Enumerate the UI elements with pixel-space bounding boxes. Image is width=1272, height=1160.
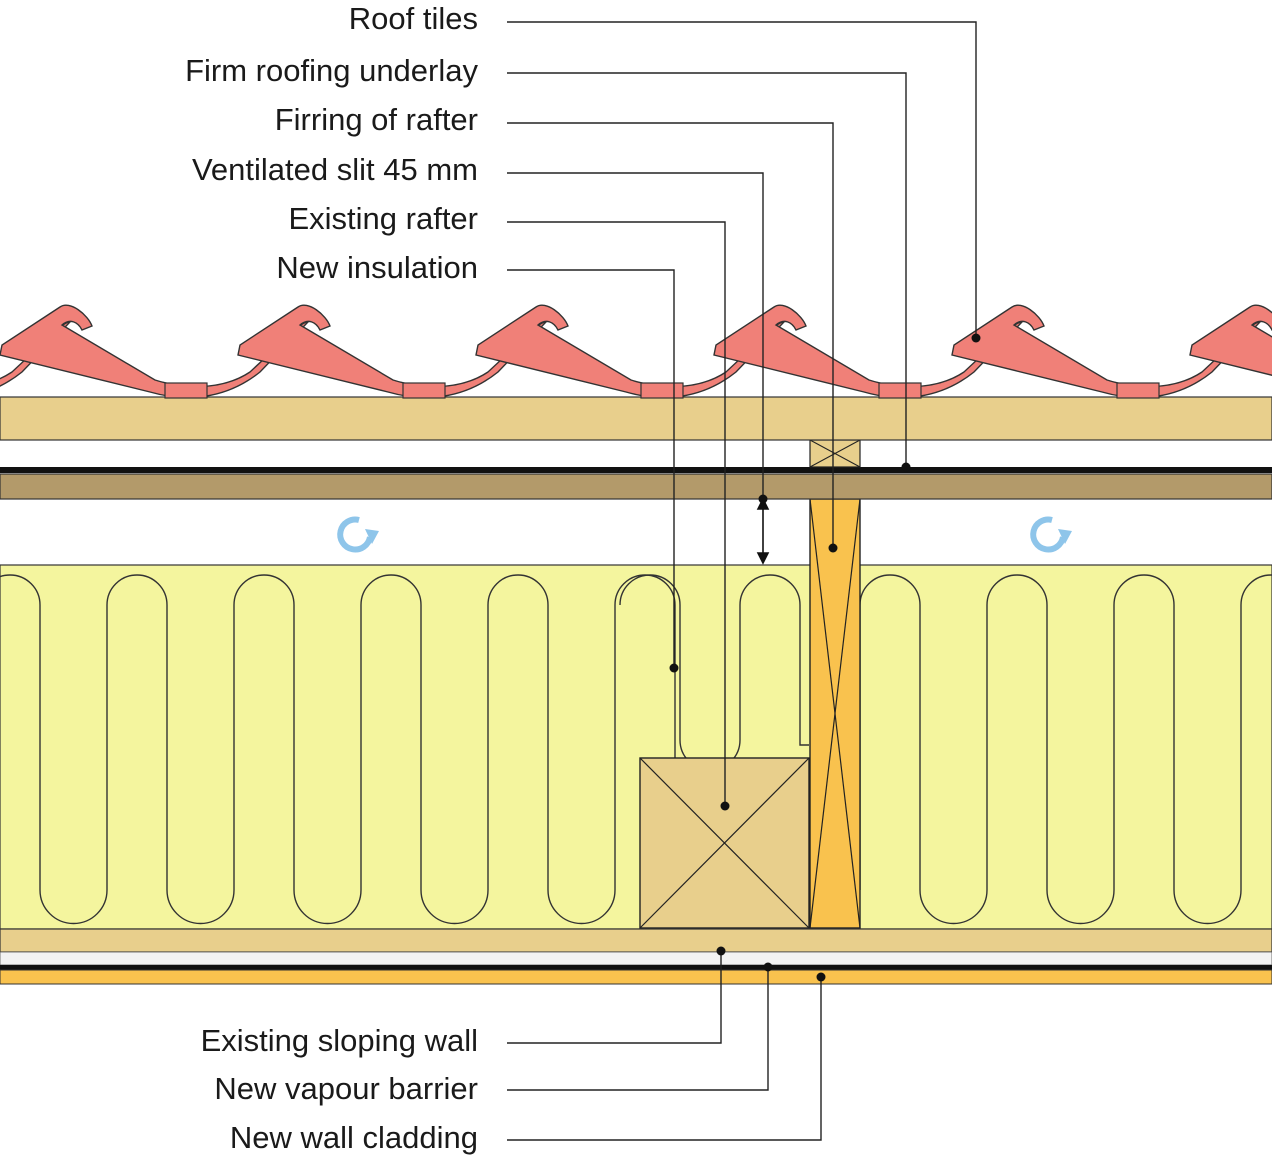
leader-dot-firring-of-rafter bbox=[828, 543, 838, 553]
label-ventilated-slit: Ventilated slit 45 mm bbox=[192, 152, 478, 187]
leader-dot-existing-rafter bbox=[720, 801, 730, 811]
leader-existing-sloping-wall bbox=[507, 951, 722, 1044]
leader-new-vapour-barrier bbox=[507, 967, 769, 1091]
label-existing-sloping-wall: Existing sloping wall bbox=[201, 1023, 478, 1058]
ventilated-slit-dimension bbox=[756, 497, 770, 565]
underlay-board bbox=[0, 473, 1272, 500]
leader-new-insulation bbox=[507, 269, 675, 668]
wall-cladding-layer bbox=[0, 969, 1272, 985]
roof-tile-nib-4 bbox=[878, 382, 922, 399]
airflow-arrow-icon bbox=[1030, 516, 1072, 553]
roofing-underlay-membrane bbox=[0, 467, 1272, 473]
roof-tile-nib-1 bbox=[164, 382, 208, 399]
leader-dots bbox=[669, 333, 981, 982]
tile-batten-board bbox=[0, 396, 1272, 441]
roof-tile-1 bbox=[0, 304, 310, 399]
leader-ventilated-slit bbox=[507, 172, 764, 499]
roof-tile-4 bbox=[713, 304, 1024, 399]
label-roof-tiles: Roof tiles bbox=[349, 1, 478, 36]
leader-dot-new-wall-cladding bbox=[816, 972, 826, 982]
labels-bottom: Existing sloping wall New vapour barrier… bbox=[201, 1023, 478, 1155]
insulation-wave-1 bbox=[859, 574, 1272, 925]
label-new-insulation: New insulation bbox=[276, 250, 478, 285]
leader-new-wall-cladding bbox=[507, 977, 822, 1141]
leader-existing-rafter bbox=[507, 221, 726, 806]
roof-tile-3 bbox=[475, 304, 786, 399]
label-firring-of-rafter: Firring of rafter bbox=[275, 102, 478, 137]
roof-tile-nib-2 bbox=[402, 382, 446, 399]
white-gap bbox=[0, 951, 1272, 966]
vapour-barrier-layer bbox=[0, 965, 1272, 970]
insulation-wave-0 bbox=[0, 574, 743, 925]
roof-tile-6 bbox=[1189, 304, 1272, 376]
label-new-vapour-barrier: New vapour barrier bbox=[214, 1071, 478, 1106]
labels-top: Roof tiles Firm roofing underlay Firring… bbox=[185, 1, 478, 285]
leader-dot-ventilated-slit bbox=[758, 494, 768, 504]
counter-batten bbox=[809, 439, 861, 468]
roof-tile-5 bbox=[951, 304, 1262, 399]
leader-dot-roof-tiles bbox=[971, 333, 981, 343]
leader-dot-new-vapour-barrier bbox=[763, 962, 773, 972]
leader-dot-existing-sloping-wall bbox=[716, 946, 726, 956]
insulation-layer bbox=[0, 564, 1272, 930]
label-existing-rafter: Existing rafter bbox=[288, 201, 478, 236]
leader-firm-roofing-underlay bbox=[507, 72, 907, 467]
airflow-arrow-icon bbox=[337, 516, 379, 553]
leader-roof-tiles bbox=[507, 21, 977, 338]
label-new-wall-cladding: New wall cladding bbox=[230, 1120, 478, 1155]
leader-dot-firm-roofing-underlay bbox=[901, 462, 911, 472]
roof-tile-nib-5 bbox=[1116, 382, 1160, 399]
label-firm-roofing-underlay: Firm roofing underlay bbox=[185, 53, 478, 88]
roof-tile-nib-3 bbox=[640, 382, 684, 399]
airflow-arrows bbox=[337, 516, 1072, 553]
roof-tiles-row bbox=[0, 304, 1272, 399]
leader-dot-new-insulation bbox=[669, 663, 679, 673]
leader-firring-of-rafter bbox=[507, 122, 834, 548]
firring-of-rafter bbox=[809, 498, 861, 929]
leader-lines bbox=[507, 21, 977, 1141]
existing-sloping-wall-layer bbox=[0, 928, 1272, 953]
roof-tile-2 bbox=[237, 304, 548, 399]
